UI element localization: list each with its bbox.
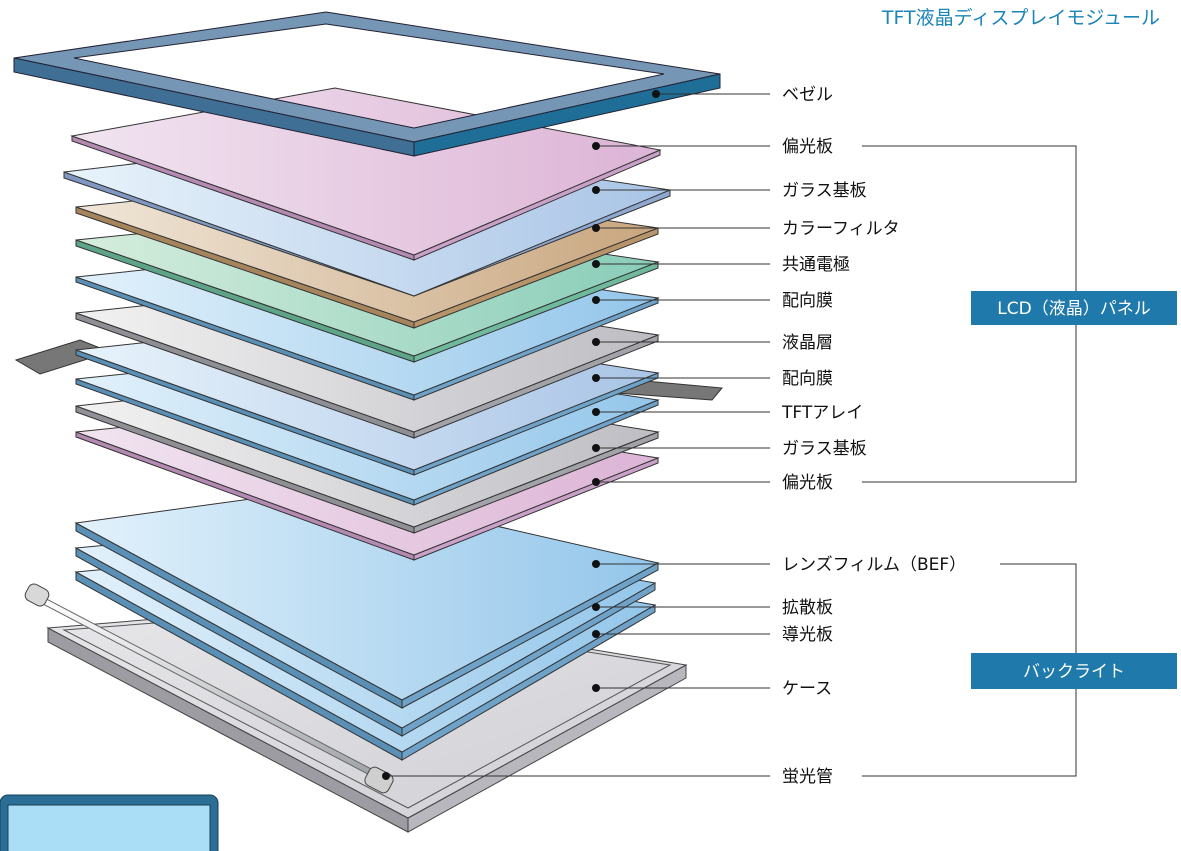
group-backlight-label: バックライト (1023, 662, 1125, 682)
lens-film-sheet (74, 487, 660, 709)
label-alignment-bottom: 配向膜 (782, 369, 833, 389)
label-fluorescent-tube: 蛍光管 (782, 767, 833, 787)
fluorescent-tube-lamp (24, 583, 394, 794)
diagram-title: TFT液晶ディスプレイモジュール (881, 7, 1160, 29)
label-alignment-top: 配向膜 (782, 291, 833, 311)
bezel-frame (13, 11, 721, 157)
label-tft-array: TFTアレイ (781, 403, 863, 423)
label-glass-bottom: ガラス基板 (782, 439, 867, 459)
label-light-guide: 導光板 (782, 625, 833, 645)
label-color-filter: カラーフィルタ (782, 219, 900, 239)
group-lcd-panel-label: LCD（液晶）パネル (997, 299, 1150, 319)
layer-labels: ベゼル 偏光板 ガラス基板 カラーフィルタ 共通電極 配向膜 液晶層 配向膜 T… (781, 85, 966, 787)
label-glass-top: ガラス基板 (782, 181, 867, 201)
label-polarizer-top: 偏光板 (782, 137, 833, 157)
label-bezel: ベゼル (782, 85, 833, 105)
group-backlight: バックライト (971, 653, 1177, 689)
lcd-layer-stack (14, 87, 723, 561)
label-polarizer-bottom: 偏光板 (782, 473, 833, 493)
label-lens-film: レンズフィルム（BEF） (782, 555, 966, 575)
monitor-icon (0, 794, 219, 851)
group-lcd-panel: LCD（液晶）パネル (971, 291, 1177, 325)
label-common-electrode: 共通電極 (782, 255, 850, 275)
label-liquid-crystal: 液晶層 (782, 333, 833, 353)
label-case: ケース (782, 679, 832, 699)
leader-dots (382, 90, 660, 780)
label-diffuser: 拡散板 (782, 598, 833, 618)
